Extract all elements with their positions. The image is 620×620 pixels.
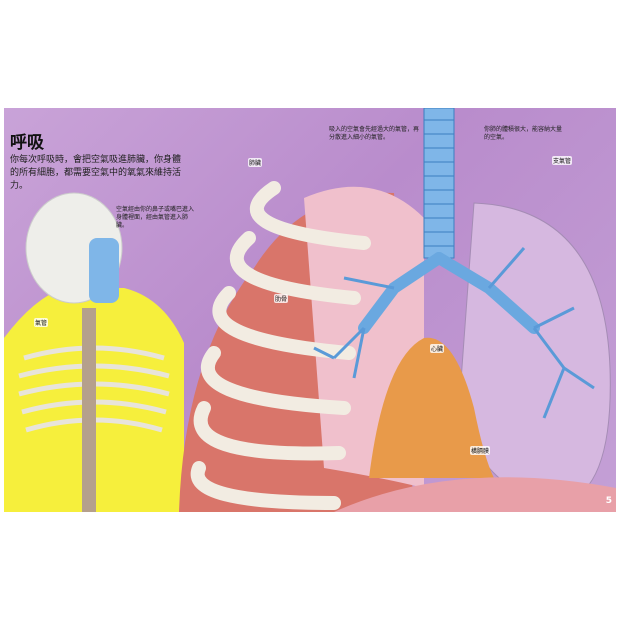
ribs bbox=[190, 181, 371, 510]
caption-top-right: 你肺的體積很大，能容納大量的空氣。 bbox=[484, 126, 563, 141]
label-trachea: 氣管 bbox=[34, 318, 49, 327]
page-title: 呼吸 bbox=[10, 133, 44, 153]
spine bbox=[82, 308, 96, 512]
trachea bbox=[423, 108, 455, 259]
caption-nose-air: 空氣經由你的鼻子或嘴巴進入身體裡面，經由氣管進入肺臟。 bbox=[116, 206, 195, 229]
bronchioles bbox=[313, 247, 595, 419]
label-rib: 肋骨 bbox=[274, 294, 289, 303]
page-number: 5 bbox=[605, 496, 612, 506]
heart bbox=[369, 337, 494, 478]
label-lung: 肺臟 bbox=[248, 158, 263, 167]
label-heart: 心臟 bbox=[430, 344, 445, 353]
label-bronchus: 支氣管 bbox=[552, 156, 573, 165]
trachea-rings bbox=[424, 119, 454, 247]
anatomy-illustration bbox=[4, 108, 616, 512]
caption-top-center: 吸入的空氣會先經過大的氣管，再分散進入細小的氣管。 bbox=[329, 126, 420, 141]
nasal-airway bbox=[89, 238, 119, 303]
diaphragm bbox=[334, 477, 616, 512]
label-diaphragm: 橫膈膜 bbox=[470, 446, 491, 455]
book-page: 呼吸 你每次呼吸時，會把空氣吸進肺臟，你身體的所有細胞，都需要空氣中的氧氣來維持… bbox=[4, 108, 616, 512]
intro-text: 你每次呼吸時，會把空氣吸進肺臟，你身體的所有細胞，都需要空氣中的氧氣來維持活力。 bbox=[10, 155, 182, 191]
